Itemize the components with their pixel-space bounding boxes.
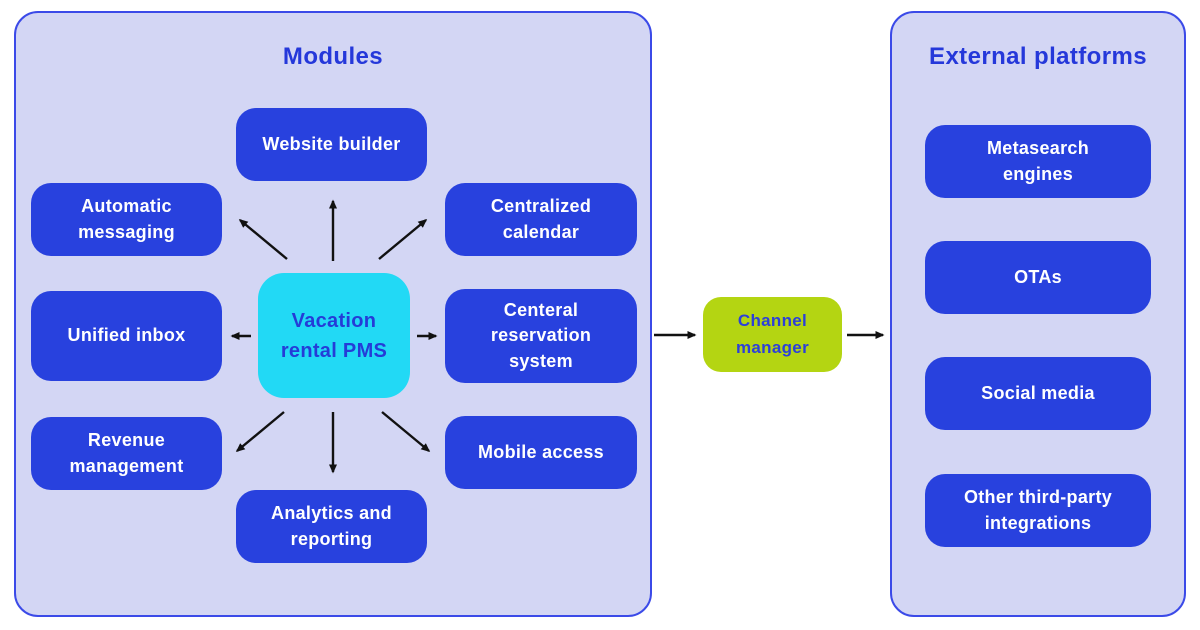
node-centralized-calendar: Centralized calendar: [445, 183, 637, 256]
node-mobile-access: Mobile access: [445, 416, 637, 489]
node-revenue-management: Revenue management: [31, 417, 222, 490]
node-channel-manager: Channel manager: [703, 297, 842, 372]
node-metasearch-engines: Metasearch engines: [925, 125, 1151, 198]
node-central-reservation-system: Centeral reservation system: [445, 289, 637, 383]
node-automatic-messaging: Automatic messaging: [31, 183, 222, 256]
node-otas: OTAs: [925, 241, 1151, 314]
node-analytics-reporting: Analytics and reporting: [236, 490, 427, 563]
node-other-third-party-integrations: Other third-party integrations: [925, 474, 1151, 547]
node-social-media: Social media: [925, 357, 1151, 430]
node-vacation-rental-pms: Vacation rental PMS: [258, 273, 410, 398]
node-unified-inbox: Unified inbox: [31, 291, 222, 381]
external-platforms-title: External platforms: [929, 43, 1147, 70]
node-website-builder: Website builder: [236, 108, 427, 181]
modules-panel-title: Modules: [282, 43, 384, 70]
